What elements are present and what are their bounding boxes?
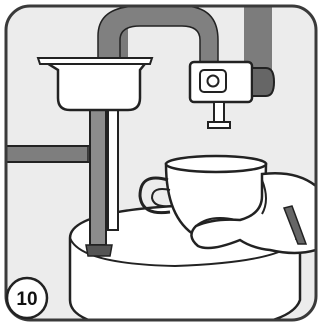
step-number: 10	[16, 289, 37, 310]
cup-rim	[166, 156, 266, 172]
spout-tip	[208, 122, 230, 128]
filter-cup	[42, 60, 148, 110]
spout	[214, 102, 224, 124]
valve-window	[200, 70, 226, 92]
column	[90, 110, 106, 245]
valve-knob	[252, 68, 274, 96]
filter-cup-rim	[38, 58, 152, 64]
column-foot	[86, 245, 112, 256]
column-rod	[108, 110, 118, 230]
